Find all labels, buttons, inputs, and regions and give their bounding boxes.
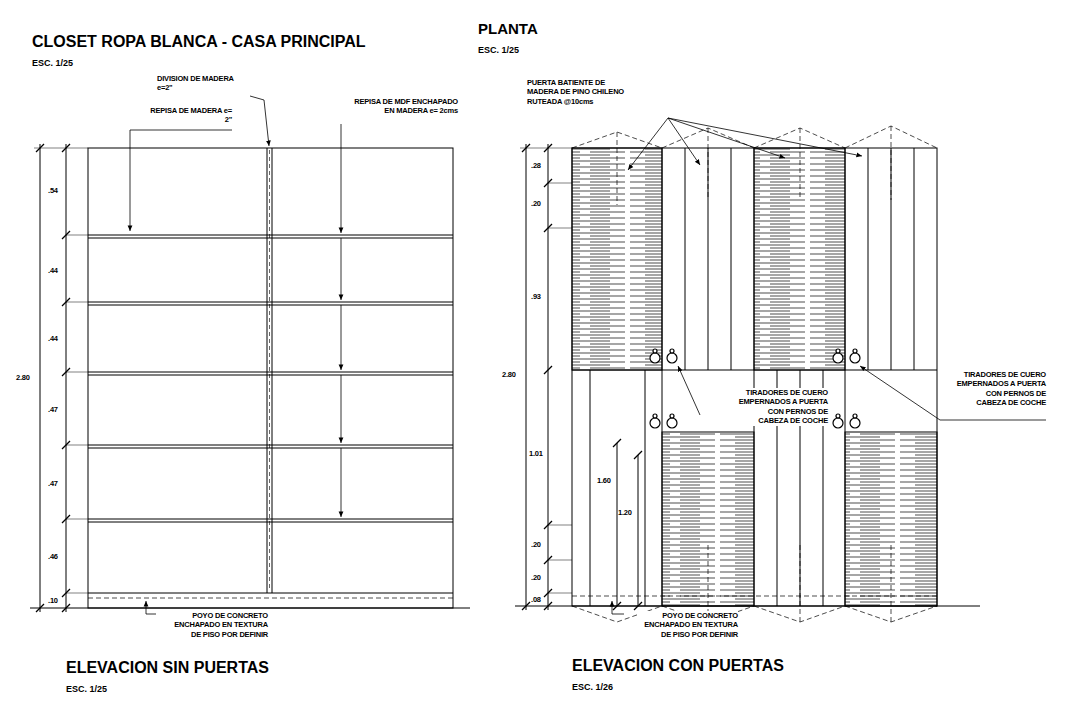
note: DIVISION DE MADERA e=2" <box>157 74 247 93</box>
dimension: .20 <box>531 573 541 582</box>
dimension: .44 <box>48 266 58 275</box>
dimension: 1.01 <box>529 449 543 458</box>
drawing-title: CLOSET ROPA BLANCA - CASA PRINCIPAL <box>32 32 366 52</box>
dimension: .20 <box>531 540 541 549</box>
dimension: .10 <box>48 596 58 605</box>
note: REPISA DE MADERA e= 2" <box>150 106 232 125</box>
title-scale: ESC. 1/26 <box>572 682 613 693</box>
dimension: 1.20 <box>618 508 632 517</box>
dimension: .46 <box>48 552 58 561</box>
note: TIRADORES DE CUERO EMPERNADOS A PUERTA C… <box>954 370 1046 408</box>
note: TIRADORES DE CUERO EMPERNADOS A PUERTA C… <box>736 388 828 426</box>
dimension: .08 <box>531 595 541 604</box>
dimension: .47 <box>48 479 58 488</box>
note: POYO DE CONCRETO ENCHAPADO EN TEXTURA DE… <box>638 611 738 639</box>
title-scale: ESC. 1/25 <box>66 684 107 695</box>
dimension: .20 <box>531 199 541 208</box>
title-scale: ESC. 1/25 <box>478 45 519 56</box>
view-title: ELEVACION SIN PUERTAS <box>66 658 269 678</box>
dimension: 2.80 <box>16 373 30 382</box>
dimension: 1.60 <box>597 476 611 485</box>
title-scale: ESC. 1/25 <box>32 58 73 69</box>
note: REPISA DE MDF ENCHAPADO EN MADERA e= 2cm… <box>348 97 458 116</box>
note: PUERTA BATIENTE DE MADERA DE PINO CHILEN… <box>527 78 632 106</box>
dimension: .93 <box>531 292 541 301</box>
dimension: 2.80 <box>502 370 516 379</box>
dimension: .28 <box>531 161 541 170</box>
view-title: PLANTA <box>478 20 538 39</box>
note: POYO DE CONCRETO ENCHAPADO EN TEXTURA DE… <box>168 611 268 639</box>
dimension: .47 <box>48 405 58 414</box>
view-title: ELEVACION CON PUERTAS <box>572 656 784 676</box>
dimension: .54 <box>48 186 58 195</box>
dimension: .44 <box>48 334 58 343</box>
